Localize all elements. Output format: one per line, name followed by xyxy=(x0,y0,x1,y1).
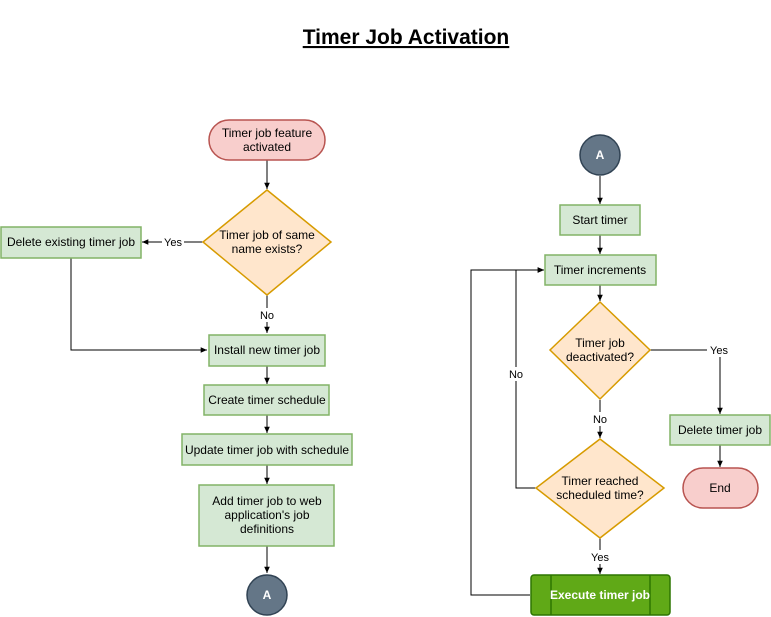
process-execute xyxy=(530,574,671,616)
label-line: A xyxy=(596,148,605,162)
label-line: Timer job feature xyxy=(222,126,313,140)
offpage-connector-left xyxy=(246,574,288,616)
end-terminal xyxy=(682,467,759,509)
label-line: Delete existing timer job xyxy=(7,235,135,249)
edge-label-no-deactivated: No xyxy=(593,414,607,426)
edge-label-yes-same-name: Yes xyxy=(164,237,182,249)
edge-label-yes-deactivated: Yes xyxy=(710,345,728,357)
label-bg xyxy=(257,308,277,322)
process-install xyxy=(208,334,326,367)
label-line: Add timer job to web xyxy=(212,494,322,508)
label-bg xyxy=(588,550,612,564)
diagram-title: Timer Job Activation xyxy=(303,26,510,49)
process-start-timer-label: Start timer xyxy=(572,213,627,227)
edge-label-yes-reached: Yes xyxy=(591,552,609,564)
label-bg xyxy=(707,343,731,357)
offpage-connector-right-label: A xyxy=(596,148,605,162)
label-line: Delete timer job xyxy=(678,423,762,437)
label-bg xyxy=(590,412,610,426)
edge-delete-to-install xyxy=(70,258,207,353)
process-delete-job xyxy=(669,414,771,446)
process-execute-label: Execute timer job xyxy=(550,588,650,602)
label-bg xyxy=(505,367,527,381)
label-line: scheduled time? xyxy=(556,488,644,502)
process-increments-label: Timer increments xyxy=(554,263,646,277)
label-line: Timer increments xyxy=(554,263,646,277)
label-line: Start timer xyxy=(572,213,627,227)
label-line: definitions xyxy=(240,522,294,536)
process-start-timer xyxy=(559,204,641,236)
offpage-connector-left-label: A xyxy=(263,588,272,602)
label-line: Timer job xyxy=(575,336,625,350)
label-line: Execute timer job xyxy=(550,588,650,602)
label-line: Create timer schedule xyxy=(208,393,326,407)
process-add-job xyxy=(198,484,335,547)
label-line: activated xyxy=(243,140,291,154)
process-delete-existing xyxy=(0,226,142,259)
label-line: A xyxy=(263,588,272,602)
label-line: deactivated? xyxy=(566,350,634,364)
edge-deactivated-yes-to-delete xyxy=(650,349,723,414)
process-install-label: Install new timer job xyxy=(214,343,320,357)
offpage-connector-right xyxy=(579,134,621,176)
label-line: application's job xyxy=(224,508,309,522)
process-create-schedule xyxy=(203,384,330,416)
process-update-job-label: Update timer job with schedule xyxy=(185,443,349,457)
decision-deactivated xyxy=(548,300,652,401)
process-create-schedule-label: Create timer schedule xyxy=(208,393,326,407)
process-update-job xyxy=(181,433,353,466)
process-delete-existing-label: Delete existing timer job xyxy=(7,235,135,249)
label-line: End xyxy=(709,481,730,495)
edge-execute-loop xyxy=(470,267,544,596)
decision-reached xyxy=(534,438,666,539)
start-terminal xyxy=(208,119,326,161)
end-terminal-label: End xyxy=(709,481,730,495)
label-line: name exists? xyxy=(232,242,303,256)
decision-same-name xyxy=(201,189,333,296)
process-increments xyxy=(544,254,657,286)
edge-label-no-same-name: No xyxy=(260,310,274,322)
label-line: Timer reached xyxy=(562,474,639,488)
process-delete-job-label: Delete timer job xyxy=(678,423,762,437)
label-line: Install new timer job xyxy=(214,343,320,357)
label-bg xyxy=(162,235,184,249)
label-line: Timer job of same xyxy=(219,228,315,242)
edge-label-no-reached: No xyxy=(509,369,523,381)
label-line: Update timer job with schedule xyxy=(185,443,349,457)
